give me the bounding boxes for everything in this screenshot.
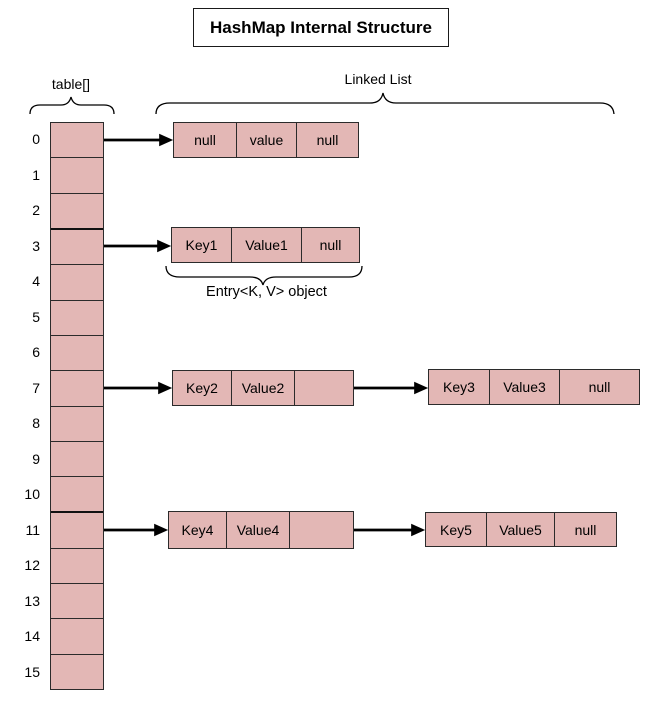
- node-cell-value: Value4: [226, 512, 289, 548]
- index-label-3: 3: [32, 238, 40, 254]
- node-cell-next: [294, 371, 353, 405]
- entry-node-bucket11-second: Key5 Value5 null: [425, 512, 617, 547]
- node-cell-next: null: [301, 228, 359, 262]
- entry-node-bucket7-second: Key3 Value3 null: [428, 369, 640, 405]
- array-cell-4: [51, 264, 103, 299]
- linked-list-brace: [155, 92, 615, 115]
- index-label-4: 4: [32, 273, 40, 289]
- array-cell-12: [51, 547, 103, 583]
- table-brace: [29, 96, 115, 115]
- entry-node-bucket3: Key1 Value1 null: [171, 227, 360, 263]
- node-cell-value: Value2: [231, 371, 294, 405]
- array-cell-3: [51, 227, 103, 264]
- linked-list-label: Linked List: [344, 71, 412, 87]
- array-cell-8: [51, 405, 103, 441]
- array-cell-1: [51, 157, 103, 192]
- index-label-8: 8: [32, 415, 40, 431]
- array-cell-7: [51, 370, 103, 405]
- entry-node-bucket0: null value null: [173, 122, 359, 158]
- node-cell-key: null: [194, 132, 216, 148]
- array-cell-2: [51, 192, 103, 228]
- index-label-9: 9: [32, 451, 40, 467]
- array-cell-14: [51, 618, 103, 653]
- array-cell-10: [51, 476, 103, 511]
- array-cell-13: [51, 583, 103, 618]
- array-cell-6: [51, 334, 103, 370]
- array-cell-9: [51, 440, 103, 476]
- index-label-5: 5: [32, 309, 40, 325]
- table-array-label: table[]: [51, 76, 91, 92]
- node-cell-key: Key1: [185, 237, 218, 253]
- entry-object-label: Entry<K, V> object: [206, 284, 327, 300]
- node-cell-key: Key5: [440, 521, 472, 538]
- entry-node-bucket11-first: Key4 Value4: [168, 511, 354, 549]
- node-cell-next: null: [296, 123, 358, 157]
- node-cell-next: null: [559, 370, 639, 404]
- node-cell-value: Value1: [231, 228, 301, 262]
- diagram-title-box: HashMap Internal Structure: [193, 8, 449, 47]
- array-cell-11: [51, 511, 103, 547]
- node-cell-value: Value5: [486, 513, 554, 546]
- index-label-15: 15: [24, 664, 40, 680]
- array-cell-15: [51, 653, 103, 689]
- index-label-14: 14: [24, 628, 40, 644]
- diagram-title: HashMap Internal Structure: [210, 17, 432, 37]
- index-label-7: 7: [32, 380, 40, 396]
- array-cell-0: [51, 123, 103, 157]
- index-label-1: 1: [32, 167, 40, 183]
- array-cell-5: [51, 299, 103, 335]
- entry-object-brace: [165, 265, 363, 286]
- node-cell-value: value: [236, 123, 296, 157]
- index-label-13: 13: [24, 593, 40, 609]
- index-label-10: 10: [24, 486, 40, 502]
- node-cell-key: Key4: [181, 522, 214, 538]
- index-label-6: 6: [32, 344, 40, 360]
- index-label-12: 12: [24, 557, 40, 573]
- hash-table-array: [50, 122, 104, 690]
- index-label-2: 2: [32, 202, 40, 218]
- node-cell-value: Value3: [489, 370, 559, 404]
- node-cell-next: null: [554, 513, 616, 546]
- entry-node-bucket7-first: Key2 Value2: [172, 370, 354, 406]
- node-cell-key: Key2: [186, 380, 218, 396]
- node-cell-key: Key3: [443, 379, 475, 395]
- node-cell-next: [289, 512, 353, 548]
- index-label-0: 0: [32, 131, 40, 147]
- index-label-11: 11: [25, 522, 40, 538]
